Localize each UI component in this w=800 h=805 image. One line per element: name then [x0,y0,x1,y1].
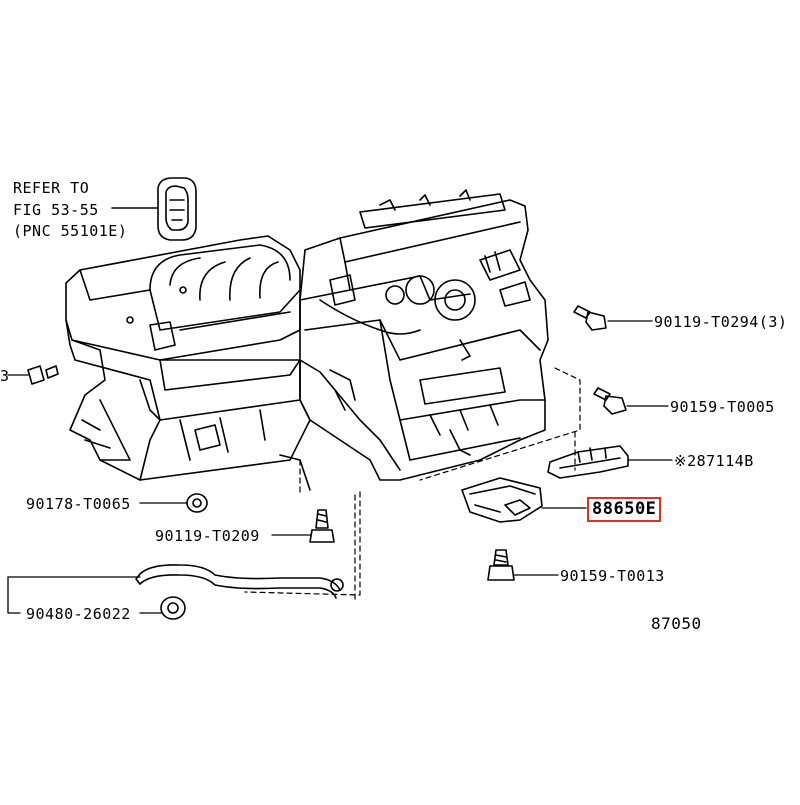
part-label-90178-T0065[interactable]: 90178-T0065 [26,495,131,513]
bolt-90159-T0005 [594,388,626,414]
bracket-part [548,446,628,478]
bolt-90119-T0294 [574,306,606,330]
hose-part [136,565,343,598]
diagram-code: 87050 [651,614,702,633]
nut-part [187,494,207,512]
part-label-90119-T0294[interactable]: 90119-T0294(3) [654,313,788,331]
part-label-88650E-highlighted[interactable]: 88650E [587,497,662,522]
dashed-reference-lines [245,368,580,600]
heater-unit-housing [300,190,548,480]
part-label-90480-26022[interactable]: 90480-26022 [26,605,131,623]
part-label-90159-T0005[interactable]: 90159-T0005 [670,398,775,416]
grommet-small-part [161,597,185,619]
refer-line-3[interactable]: (PNC 55101E) [13,222,128,240]
sensor-part [462,478,542,522]
grommet-part [158,178,196,240]
bolt-90119-T0209 [310,510,334,542]
part-label-90159-T0013[interactable]: 90159-T0013 [560,567,665,585]
part-label-287114B[interactable]: ※287114B [674,452,754,470]
refer-line-2: FIG 53-55 [13,201,99,219]
leader-lines [8,321,672,613]
part-label-left-edge[interactable]: 3 [0,367,10,385]
bolt-left-edge [28,366,58,384]
blower-housing [66,236,310,490]
bolt-90159-T0013 [488,550,514,580]
refer-line-1: REFER TO [13,179,90,197]
part-label-90119-T0209[interactable]: 90119-T0209 [155,527,260,545]
